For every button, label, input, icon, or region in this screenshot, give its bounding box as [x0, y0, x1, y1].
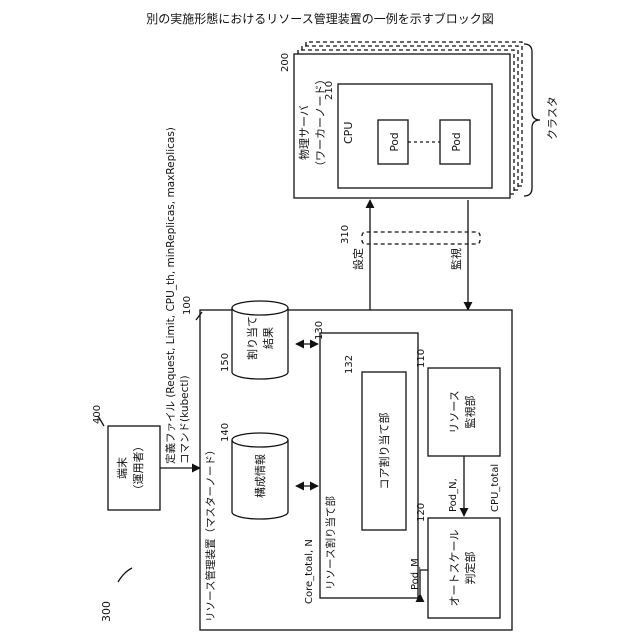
resource-monitor-label: リソース: [448, 390, 461, 433]
cluster-brace: [524, 44, 540, 196]
config-db-label: 構成情報: [254, 454, 267, 498]
network-connector: [362, 232, 480, 244]
manager-ref: 100: [182, 296, 193, 315]
allocation-result-db: [232, 301, 288, 379]
monitoring-label: 監視: [449, 248, 463, 270]
autoscale-ref: 120: [416, 503, 427, 522]
server-label: 物理サーバ: [297, 105, 311, 160]
manager-label: リソース管理装置（マスターノード）: [204, 445, 217, 622]
input-command-label: コマンド(kubectl): [179, 375, 191, 464]
cluster-label: クラスタ: [546, 96, 559, 140]
pod-m-label: Pod_M: [410, 558, 421, 590]
terminal-sublabel: （運用者）: [132, 441, 145, 496]
pod-label-2: Pod: [451, 132, 463, 151]
allocation-result-db-label: 割り当て: [245, 316, 259, 360]
allocation-result-db-label-2: 結果: [261, 327, 275, 349]
core-total-label: Core_total, N: [304, 539, 315, 604]
resource-monitor-ref: 110: [416, 349, 427, 368]
terminal-label: 端末: [115, 457, 129, 479]
figure-ref-leader: [118, 568, 132, 582]
network-ref: 310: [340, 225, 351, 244]
autoscale-label: オートスケール: [448, 530, 461, 607]
figure-ref: 300: [100, 601, 113, 622]
allocator-label: リソース割り当て部: [324, 496, 337, 590]
input-definition-label: 定義ファイル (Request, Limit, CPU_th, minRepli…: [164, 127, 177, 464]
server-ref: 200: [280, 53, 291, 72]
pod-n-label: Pod_N,: [448, 478, 459, 512]
config-db-ref: 140: [220, 423, 231, 442]
pod-label-1: Pod: [389, 132, 401, 151]
autoscale-label-2: 判定部: [463, 552, 477, 585]
allocator-ref: 130: [314, 321, 325, 340]
core-allocator-ref: 132: [344, 355, 355, 374]
cpu-ref: 210: [324, 81, 335, 100]
core-allocator-label: コア割り当て部: [377, 413, 391, 490]
cpu-total-label: CPU_total: [490, 464, 501, 512]
setting-label: 設定: [351, 248, 365, 270]
allocation-result-db-ref: 150: [220, 353, 231, 372]
resource-monitor-label-2: 監視部: [463, 396, 477, 429]
cpu-label: CPU: [342, 122, 355, 144]
